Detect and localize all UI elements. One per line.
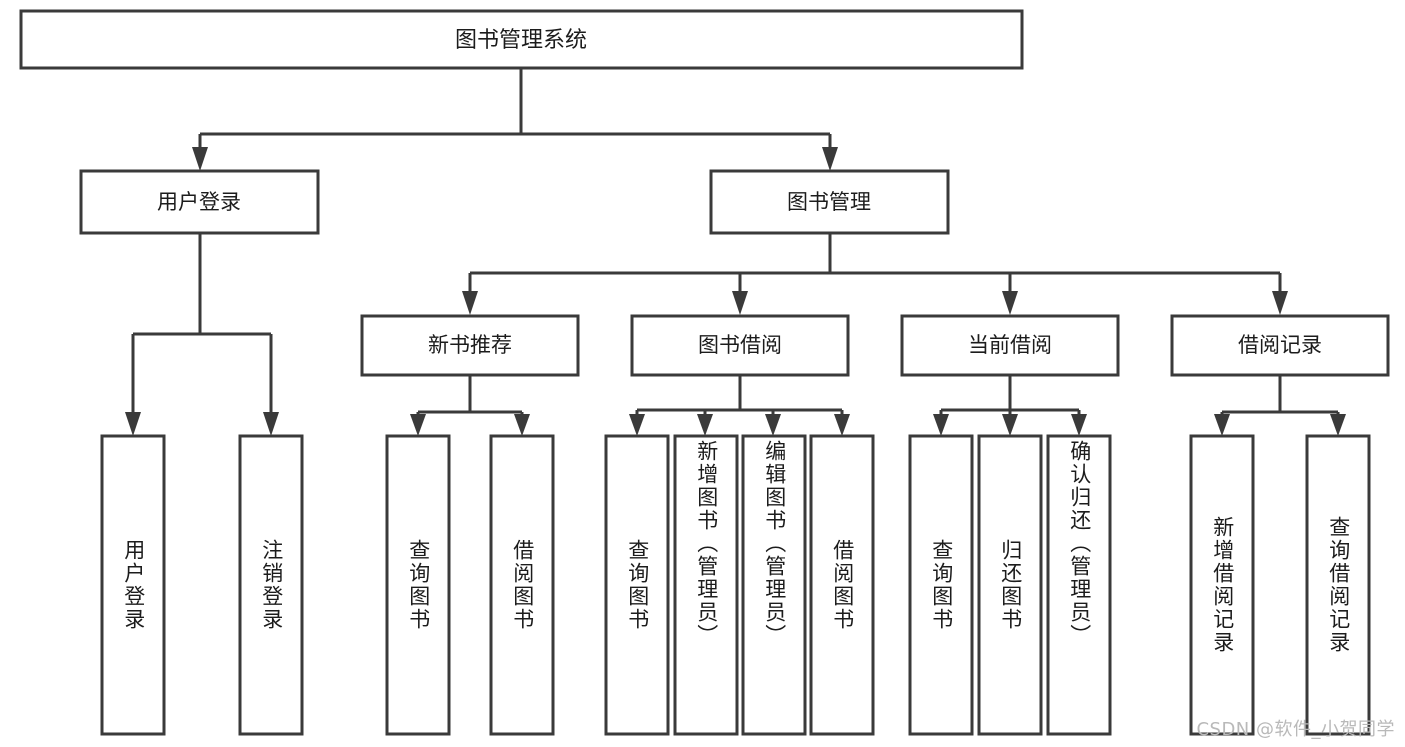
arrowhead-leaf-rec-query-book — [410, 414, 426, 436]
node-new-book-rec[interactable]: 新书推荐 — [360, 314, 580, 377]
arrowhead-leaf-borrow-query-book — [629, 414, 645, 436]
node-leaf-borrow-query-book-box[interactable] — [604, 434, 670, 736]
node-leaf-rec-query-book-box[interactable] — [385, 434, 451, 736]
node-book-borrow[interactable]: 图书借阅 — [630, 314, 850, 377]
node-root[interactable]: 图书管理系统 — [19, 9, 1024, 70]
node-leaf-rec-borrow-book-box[interactable] — [489, 434, 555, 736]
node-borrow-record-box[interactable] — [1170, 314, 1390, 377]
node-leaf-user-logout-box[interactable] — [238, 434, 304, 736]
arrowhead-leaf-cur-confirm-return — [1071, 414, 1087, 436]
arrowhead-borrow-record — [1272, 291, 1288, 315]
node-leaf-borrow-edit-book-box[interactable] — [741, 434, 807, 736]
arrowhead-leaf-cur-query-book — [933, 414, 949, 436]
connector-group — [125, 68, 1346, 436]
arrowhead-user-login — [192, 147, 208, 171]
node-book-borrow-box[interactable] — [630, 314, 850, 377]
arrowhead-leaf-user-login — [125, 412, 141, 436]
arrowhead-leaf-rec-add-record — [1214, 414, 1230, 436]
node-leaf-cur-confirm-return-box[interactable] — [1046, 434, 1112, 736]
arrowhead-new-book-rec — [462, 291, 478, 315]
node-book-manage-box[interactable] — [709, 169, 950, 235]
node-new-book-rec-label: 新书推荐 — [428, 333, 512, 357]
arrowhead-leaf-rec-query-record — [1330, 414, 1346, 436]
node-current-borrow-label: 当前借阅 — [968, 333, 1052, 357]
arrowhead-leaf-borrow-edit-book — [765, 414, 781, 436]
arrowhead-current-borrow — [1002, 291, 1018, 315]
node-borrow-record-label: 借阅记录 — [1238, 333, 1322, 357]
arrowhead-leaf-user-logout — [263, 412, 279, 436]
node-book-borrow-label: 图书借阅 — [698, 333, 782, 357]
node-user-login[interactable]: 用户登录 — [79, 169, 320, 235]
node-leaf-user-login-box[interactable] — [100, 434, 166, 736]
csdn-watermark: CSDN @软件_小贺同学 — [1196, 719, 1395, 740]
node-book-manage-label: 图书管理 — [787, 190, 871, 214]
node-current-borrow[interactable]: 当前借阅 — [900, 314, 1120, 377]
arrowhead-book-borrow — [732, 291, 748, 315]
node-user-login-box[interactable] — [79, 169, 320, 235]
node-leaf-rec-add-record-box[interactable] — [1189, 434, 1255, 736]
arrowhead-leaf-borrow-add-book — [697, 414, 713, 436]
node-leaf-cur-return-book-box[interactable] — [977, 434, 1043, 736]
arrowhead-leaf-cur-return-book — [1002, 414, 1018, 436]
node-book-manage[interactable]: 图书管理 — [709, 169, 950, 235]
arrowhead-leaf-borrow-borrow-book — [834, 414, 850, 436]
arrowhead-leaf-rec-borrow-book — [514, 414, 530, 436]
node-current-borrow-box[interactable] — [900, 314, 1120, 377]
node-leaf-borrow-borrow-book-box[interactable] — [809, 434, 875, 736]
node-leaf-borrow-add-book-box[interactable] — [673, 434, 739, 736]
node-new-book-rec-box[interactable] — [360, 314, 580, 377]
node-leaf-cur-query-book-box[interactable] — [908, 434, 974, 736]
node-leaf-rec-query-record-box[interactable] — [1305, 434, 1371, 736]
node-borrow-record[interactable]: 借阅记录 — [1170, 314, 1390, 377]
node-root-box[interactable] — [19, 9, 1024, 70]
node-root-label: 图书管理系统 — [455, 28, 587, 53]
node-user-login-label: 用户登录 — [157, 190, 241, 214]
arrowhead-book-manage — [822, 147, 838, 171]
